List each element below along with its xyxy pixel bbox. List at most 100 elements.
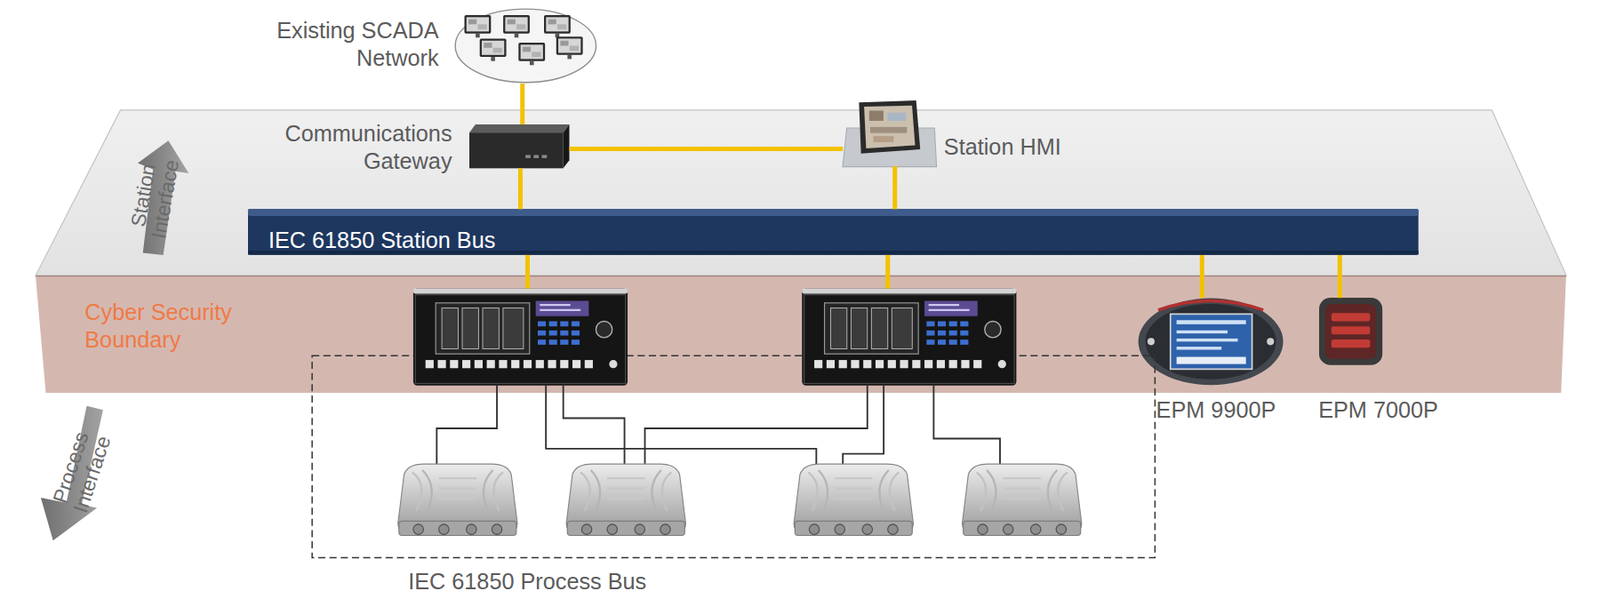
scada-network: Existing SCADA Network bbox=[454, 8, 598, 84]
node-label: IEC 61850 Station Bus bbox=[268, 226, 677, 255]
graphic-part bbox=[520, 44, 543, 59]
fiber-wire bbox=[645, 385, 868, 472]
graphic-part bbox=[1147, 338, 1155, 346]
communications-gateway-shape bbox=[469, 124, 570, 168]
node-label: IEC 61850 Process Bus bbox=[408, 568, 714, 596]
graphic-part bbox=[1158, 301, 1264, 311]
station-plane-surface bbox=[35, 110, 1567, 276]
fiber-wire bbox=[545, 385, 816, 472]
graphic-part bbox=[542, 154, 548, 158]
process-bus-boundary-shape bbox=[311, 354, 1157, 560]
node-label: Communications Gateway bbox=[274, 120, 453, 176]
ethernet-link bbox=[518, 168, 523, 209]
fiber-wire bbox=[933, 385, 1000, 472]
merging-unit bbox=[566, 464, 686, 536]
power-meter: EPM 9900P bbox=[1137, 297, 1284, 386]
graphic-part bbox=[1176, 320, 1247, 325]
graphic-part bbox=[466, 17, 489, 32]
graphic-part bbox=[507, 19, 516, 25]
graphic-part bbox=[1176, 330, 1228, 334]
graphic-part bbox=[525, 154, 531, 158]
graphic-part bbox=[547, 19, 556, 25]
scada-network-shape bbox=[454, 8, 598, 84]
graphic-part bbox=[873, 136, 895, 143]
graphic-part bbox=[869, 110, 884, 120]
communications-gateway: Communications Gateway bbox=[469, 124, 570, 168]
fiber-wire bbox=[842, 385, 884, 472]
graphic-part bbox=[560, 40, 568, 47]
node-label: Station HMI bbox=[944, 133, 1108, 161]
graphic-part bbox=[492, 48, 502, 54]
graphic-part bbox=[490, 56, 496, 62]
graphic-part bbox=[556, 36, 584, 56]
ethernet-link bbox=[520, 83, 525, 125]
graphic-part bbox=[503, 15, 530, 34]
graphic-part bbox=[464, 15, 491, 34]
fiber-wire bbox=[563, 385, 625, 472]
merging-unit bbox=[398, 464, 518, 536]
graphic-part bbox=[1266, 338, 1274, 346]
graphic-part bbox=[504, 17, 528, 32]
graphic-part bbox=[1319, 297, 1383, 366]
fiber-wire bbox=[436, 385, 497, 472]
graphic-part bbox=[1331, 312, 1371, 321]
graphic-part bbox=[518, 42, 545, 62]
power-meter: EPM 7000P bbox=[1319, 297, 1383, 366]
graphic-part bbox=[544, 15, 571, 34]
graphic-part bbox=[545, 17, 568, 32]
power-meter-shape bbox=[1137, 297, 1284, 386]
station-bus: IEC 61850 Station Bus bbox=[248, 208, 1419, 256]
cyber-security-band: Cyber Security Boundary EPM 9900P EPM 7000… bbox=[35, 275, 1567, 393]
graphic-part bbox=[248, 208, 1419, 216]
node-label: Existing SCADA Network bbox=[261, 16, 440, 72]
graphic-part bbox=[569, 46, 579, 52]
graphic-part bbox=[888, 112, 907, 120]
graphic-part bbox=[1138, 298, 1284, 386]
graphic-part bbox=[1176, 357, 1247, 365]
graphic-part bbox=[1331, 339, 1371, 348]
graphic-part bbox=[563, 124, 570, 168]
graphic-part bbox=[477, 24, 487, 31]
graphic-part bbox=[481, 40, 504, 56]
graphic-part bbox=[514, 33, 520, 39]
graphic-part bbox=[567, 55, 572, 60]
graphic-part bbox=[1325, 304, 1376, 360]
graphic-part bbox=[516, 24, 526, 31]
ethernet-link bbox=[892, 166, 897, 209]
graphic-part bbox=[469, 124, 570, 133]
graphic-part bbox=[35, 275, 1567, 277]
graphic-part bbox=[1145, 304, 1277, 380]
graphic-part bbox=[248, 208, 1419, 256]
graphic-part bbox=[475, 33, 480, 39]
merging-unit bbox=[793, 464, 913, 536]
graphic-part bbox=[312, 356, 1155, 559]
station-hmi: Station HMI bbox=[842, 100, 937, 168]
power-meter-shape bbox=[1319, 297, 1383, 366]
graphic-part bbox=[870, 126, 907, 133]
process-wires bbox=[436, 385, 1000, 472]
graphic-part bbox=[1331, 326, 1371, 335]
graphic-part bbox=[864, 104, 915, 148]
graphic-part bbox=[1170, 314, 1253, 370]
graphic-part bbox=[1176, 346, 1223, 350]
node-label: EPM 7000P bbox=[1318, 396, 1441, 424]
graphic-part bbox=[468, 19, 477, 25]
graphic-part bbox=[483, 42, 492, 48]
station-hmi-shape bbox=[842, 100, 937, 168]
node-label: Cyber Security Boundary bbox=[84, 298, 248, 354]
graphic-part bbox=[859, 100, 921, 154]
graphic-part bbox=[557, 24, 567, 31]
graphic-part bbox=[469, 132, 564, 168]
graphic-part bbox=[522, 47, 531, 53]
graphic-part bbox=[480, 39, 507, 58]
graphic-part bbox=[531, 52, 541, 58]
merging-unit bbox=[962, 464, 1082, 536]
graphic-part bbox=[35, 275, 1567, 393]
graphic-part bbox=[533, 154, 539, 158]
process-bus-boundary: IEC 61850 Process Bus bbox=[311, 354, 1157, 560]
graphic-part bbox=[455, 8, 596, 83]
graphic-part bbox=[1176, 338, 1239, 342]
graphic-part bbox=[529, 61, 535, 66]
node-label: EPM 9900P bbox=[1156, 396, 1310, 424]
